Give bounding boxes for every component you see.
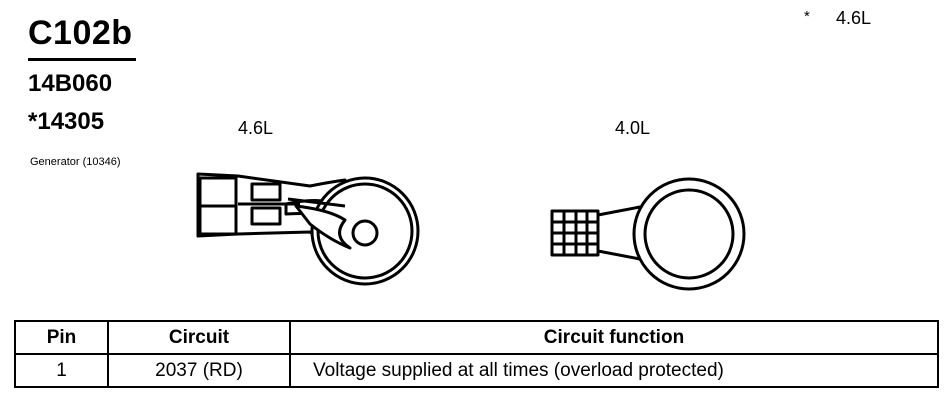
ring-terminal-4-6l <box>196 172 420 286</box>
table-row: 1 2037 (RD) Voltage supplied at all time… <box>14 353 939 388</box>
pin-table: Pin Circuit Circuit function 1 2037 (RD)… <box>14 320 939 388</box>
header-circuit-function: Circuit function <box>289 320 939 355</box>
alt-part-number: *14305 <box>28 108 105 135</box>
variant-label-4-0l: 4.0L <box>615 118 651 138</box>
part-number: 14B060 <box>28 70 113 97</box>
ring-terminal-4-0l <box>550 177 746 291</box>
component-name: Generator (10346) <box>30 156 121 168</box>
variant-label-4-6l: 4.6L <box>238 118 274 138</box>
footnote-marker: * <box>804 8 810 25</box>
cell-pin: 1 <box>14 353 109 388</box>
title-underline <box>28 58 136 61</box>
connector-title: C102b <box>28 14 133 52</box>
table-header-row: Pin Circuit Circuit function <box>14 320 939 355</box>
header-pin: Pin <box>14 320 109 355</box>
footnote-text: 4.6L <box>836 8 872 28</box>
header-circuit: Circuit <box>107 320 291 355</box>
connector-drawings <box>196 172 746 291</box>
cell-circuit-function: Voltage supplied at all times (overload … <box>289 353 939 388</box>
cell-circuit: 2037 (RD) <box>107 353 291 388</box>
